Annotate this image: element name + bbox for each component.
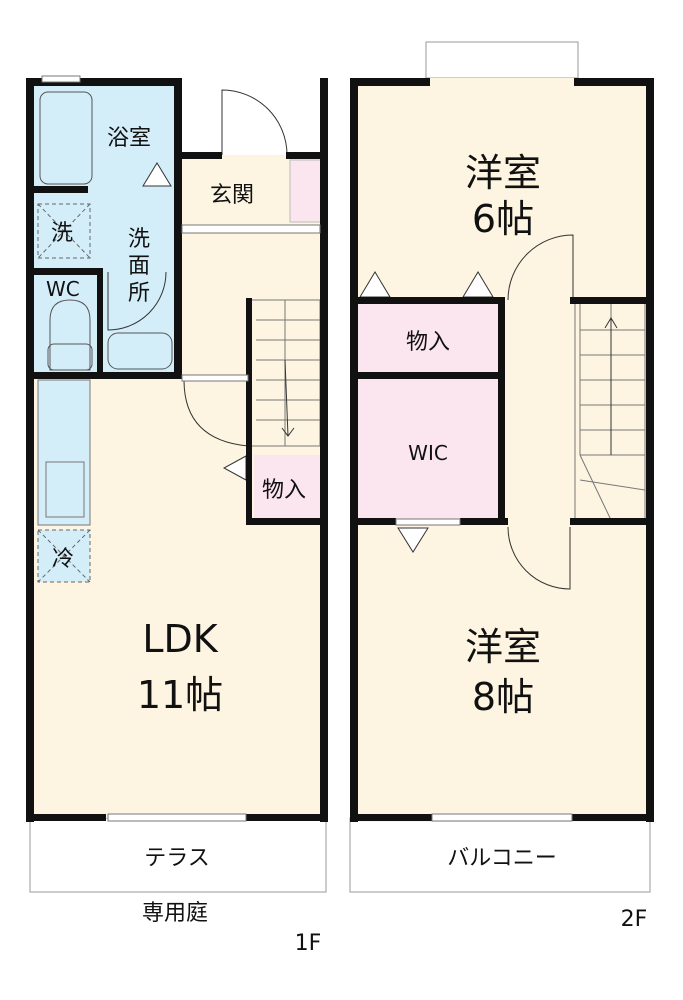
ldk-size: 11帖 bbox=[137, 673, 223, 717]
door-marker-icon bbox=[142, 162, 172, 187]
bath-label: 浴室 bbox=[107, 126, 151, 151]
wc-label: WC bbox=[46, 277, 80, 301]
toilet-icon bbox=[49, 299, 91, 371]
wic-label: WIC bbox=[408, 441, 448, 465]
bathtub-icon bbox=[39, 91, 93, 185]
terrace bbox=[29, 817, 327, 893]
room-8-name: 洋室 bbox=[465, 625, 541, 669]
washer-label: 洗 bbox=[51, 221, 73, 246]
entrance-label: 玄関 bbox=[210, 183, 254, 208]
bathroom bbox=[30, 78, 180, 375]
kitchen-counter bbox=[37, 379, 91, 526]
balcony bbox=[349, 817, 651, 893]
stove-icon bbox=[45, 461, 85, 518]
washer-space bbox=[37, 203, 91, 259]
washroom-label-2: 面 bbox=[128, 254, 150, 279]
walls-2f bbox=[350, 78, 654, 822]
shoe-cabinet bbox=[289, 159, 323, 223]
storage-1f-label: 物入 bbox=[262, 478, 306, 503]
floor-2-label: 2F bbox=[621, 907, 648, 932]
door-marker-icon bbox=[397, 527, 429, 553]
fridge-space bbox=[37, 529, 91, 583]
floor-2: 洋室 6帖 物入 WIC 洋室 8帖 バルコニー 2F bbox=[349, 41, 654, 932]
ldk-name: LDK bbox=[142, 617, 218, 661]
storage-1f bbox=[254, 455, 322, 520]
garden-label: 専用庭 bbox=[142, 901, 208, 926]
terrace-label: テラス bbox=[144, 846, 210, 871]
fridge-label: 冷 bbox=[52, 547, 74, 572]
stairs-2f bbox=[574, 301, 646, 521]
washroom-label-3: 所 bbox=[128, 281, 150, 306]
room-6-size: 6帖 bbox=[472, 197, 534, 241]
room-6-name: 洋室 bbox=[465, 151, 541, 195]
entrance-door bbox=[221, 89, 288, 156]
storage-2f-label: 物入 bbox=[406, 330, 450, 355]
wic-room bbox=[356, 378, 500, 520]
balcony-label: バルコニー bbox=[447, 846, 557, 871]
walls-1f bbox=[26, 78, 328, 822]
washroom-label-1: 洗 bbox=[128, 227, 150, 252]
top-window-balcony bbox=[425, 41, 579, 79]
floor-1-label: 1F bbox=[295, 931, 322, 956]
floor-1: 浴室 玄関 洗 洗 面 所 WC 物入 冷 LDK 11帖 テラス 専用庭 1F bbox=[26, 75, 328, 956]
sink-icon bbox=[107, 332, 173, 370]
room-8-size: 8帖 bbox=[472, 675, 534, 719]
storage-2f bbox=[356, 304, 500, 374]
